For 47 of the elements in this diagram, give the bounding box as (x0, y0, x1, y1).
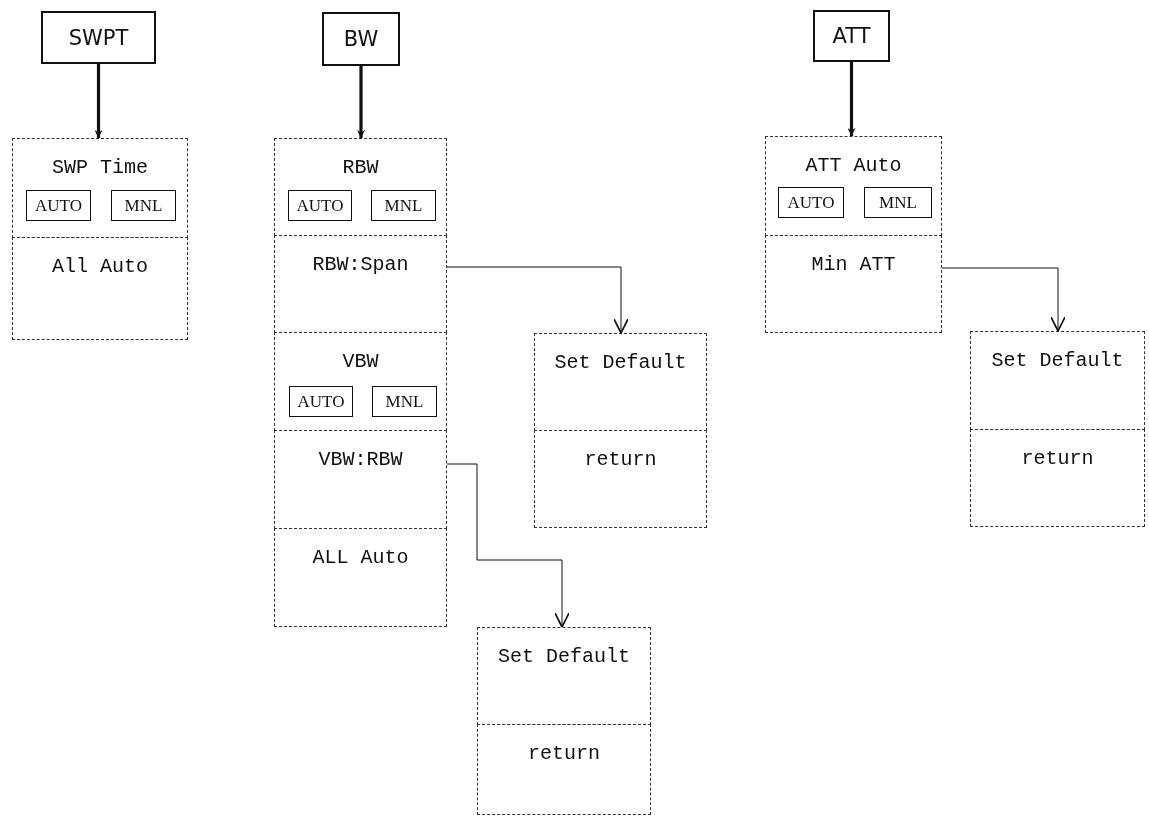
key-box: BW (322, 12, 400, 66)
toggle-option: MNL (111, 190, 176, 221)
menu-cell (477, 627, 651, 725)
menu-label: SWP Time (52, 156, 148, 179)
menu-cell (274, 430, 447, 529)
menu-cell (970, 429, 1145, 527)
menu-label: All Auto (52, 255, 148, 278)
toggle-option: AUTO (26, 190, 91, 221)
arrow (847, 62, 856, 136)
menu-cell (765, 136, 942, 236)
arrow (941, 267, 1066, 332)
menu-cell (970, 331, 1145, 430)
toggle-option: AUTO (778, 187, 844, 218)
menu-cell (765, 235, 942, 333)
menu-label: Set Default (554, 351, 687, 374)
menu-cell (477, 724, 651, 815)
menu-label: Set Default (991, 349, 1124, 372)
arrow (94, 64, 103, 138)
key-box: ATT (813, 10, 890, 62)
toggle-option: MNL (864, 187, 932, 218)
menu-label: VBW (342, 350, 379, 373)
menu-label: VBW:RBW (318, 448, 403, 471)
toggle-option: AUTO (288, 190, 352, 221)
toggle-option: AUTO (289, 386, 353, 417)
arrow (357, 66, 365, 138)
toggle-option: MNL (372, 386, 437, 417)
menu-cell (534, 333, 707, 431)
toggle-option: MNL (371, 190, 436, 221)
menu-label: return (1021, 447, 1094, 470)
menu-cell (12, 138, 188, 238)
menu-cell (274, 528, 447, 627)
menu-cell (274, 235, 447, 333)
menu-label: ATT Auto (805, 154, 902, 177)
menu-label: RBW (342, 156, 379, 179)
menu-label: ALL Auto (312, 546, 409, 569)
menu-cell (274, 332, 447, 431)
menu-cell (274, 138, 447, 236)
menu-label: Set Default (498, 645, 630, 668)
key-box: SWPT (41, 11, 156, 64)
arrow (446, 463, 570, 628)
menu-label: return (528, 742, 600, 765)
menu-label: RBW:Span (312, 253, 409, 276)
arrow (446, 266, 629, 334)
menu-cell (12, 237, 188, 340)
menu-label: Min ATT (811, 253, 896, 276)
menu-cell (534, 430, 707, 528)
menu-label: return (584, 448, 657, 471)
